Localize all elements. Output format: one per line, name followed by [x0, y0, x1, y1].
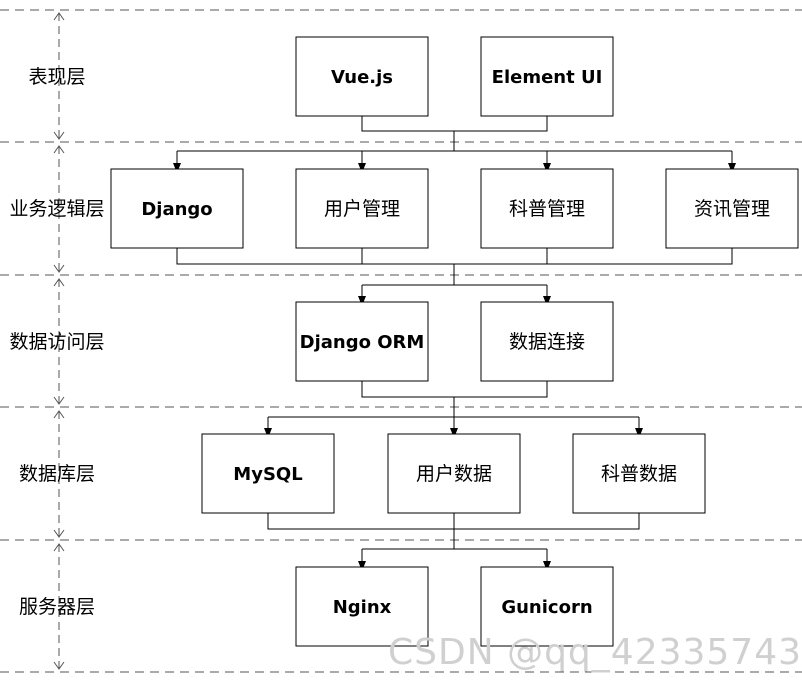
- node-label: Element UI: [492, 67, 603, 88]
- node-label: Django: [141, 199, 212, 220]
- layer-label: 服务器层: [19, 596, 95, 618]
- node-label: 科普管理: [509, 198, 585, 220]
- node-label: Vue.js: [331, 67, 393, 88]
- node-label: 用户管理: [324, 198, 400, 220]
- node-label: MySQL: [233, 464, 302, 485]
- watermark: CSDN @qq_42335743: [388, 632, 802, 673]
- node-user-management: 用户管理: [295, 168, 429, 249]
- connector: [361, 116, 548, 132]
- nodes: Vue.js Element UI Django 用户管理 科普管理 资讯管理 …: [110, 36, 799, 647]
- layer-label: 业务逻辑层: [9, 198, 104, 220]
- node-user-data: 用户数据: [387, 433, 521, 514]
- node-data-connection: 数据连接: [480, 301, 614, 382]
- connector: [176, 248, 733, 265]
- connectors: [173, 116, 736, 571]
- node-label: 科普数据: [601, 463, 677, 485]
- node-label: Django ORM: [300, 332, 425, 353]
- node-gunicorn: Gunicorn: [480, 566, 614, 647]
- node-label: Gunicorn: [501, 597, 592, 618]
- node-science-management: 科普管理: [480, 168, 614, 249]
- node-django: Django: [110, 168, 244, 249]
- node-news-management: 资讯管理: [665, 168, 799, 249]
- layer-label: 数据库层: [19, 463, 95, 485]
- connector: [361, 381, 548, 398]
- node-vuejs: Vue.js: [295, 36, 429, 117]
- node-label: Nginx: [333, 597, 392, 618]
- node-mysql: MySQL: [201, 433, 335, 514]
- node-django-orm: Django ORM: [295, 301, 429, 382]
- layer-labels: 表现层 业务逻辑层 数据访问层 数据库层 服务器层: [9, 66, 104, 618]
- node-label: 用户数据: [416, 463, 492, 485]
- node-science-data: 科普数据: [572, 433, 706, 514]
- node-nginx: Nginx: [295, 566, 429, 647]
- node-element-ui: Element UI: [480, 36, 614, 117]
- node-label: 数据连接: [509, 331, 585, 353]
- layer-label: 表现层: [28, 66, 85, 88]
- node-label: 资讯管理: [694, 198, 770, 220]
- layer-label: 数据访问层: [9, 331, 104, 353]
- layer-separators: [0, 9, 802, 673]
